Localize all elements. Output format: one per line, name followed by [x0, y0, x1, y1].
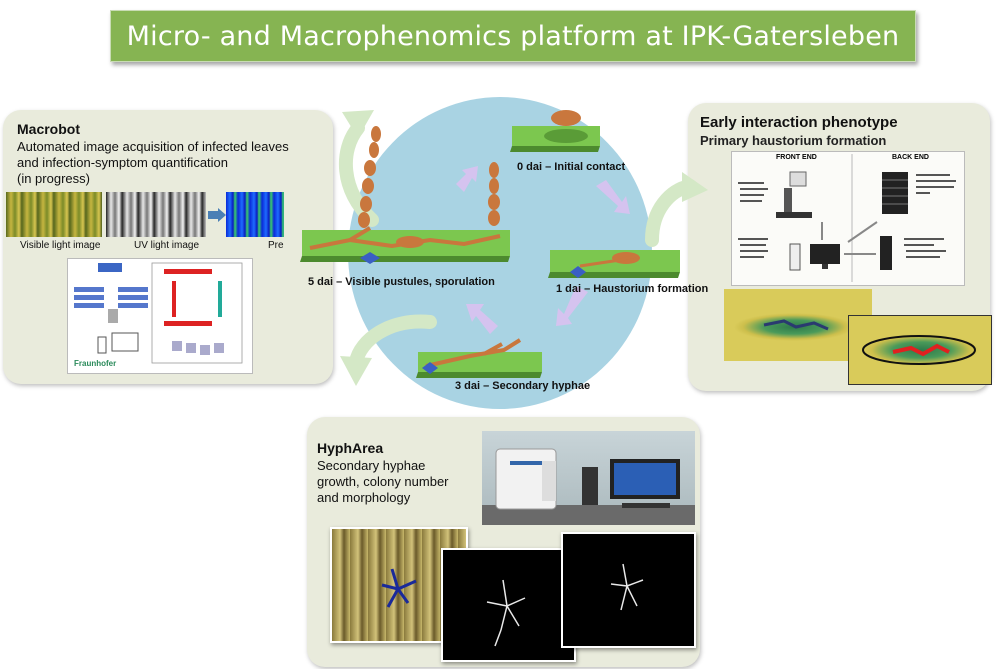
front-end-label: FRONT END — [776, 154, 817, 161]
hypharea-line-2: growth, colony number — [317, 474, 449, 489]
macrobot-line-3: (in progress) — [17, 171, 90, 186]
title-banner: Micro- and Macrophenomics platform at IP… — [110, 10, 916, 62]
uv-light-label: UV light image — [134, 240, 200, 251]
early-subtitle: Primary haustorium formation — [700, 133, 887, 148]
system-drawing — [738, 154, 956, 282]
haustorium-image-2 — [848, 315, 992, 385]
uv-light-image — [106, 192, 206, 237]
infection-cycle-diagram — [300, 97, 708, 409]
early-title: Early interaction phenotype — [700, 114, 898, 131]
visible-light-label: Visible light image — [20, 240, 101, 251]
binary-image-2 — [561, 532, 696, 648]
hypharea-title: HyphArea — [317, 440, 384, 456]
macrobot-line-2: and infection-symptom quantification — [17, 155, 229, 170]
lab-drawing — [482, 448, 695, 525]
processed-label: Pre — [268, 240, 284, 251]
hypha-colony-1 — [381, 568, 417, 608]
system-diagram: FRONT END BACK END — [731, 151, 965, 286]
hypha-trace-1 — [763, 319, 829, 331]
macrobot-schematic: Fraunhofer — [67, 258, 253, 374]
stage-0-label: 0 dai – Initial contact — [517, 161, 626, 173]
hypharea-line-3: and morphology — [317, 490, 411, 505]
hypha-trace-2 — [862, 335, 976, 365]
schematic-drawing — [74, 262, 243, 364]
processed-image — [226, 192, 284, 237]
stage-3-label: 3 dai – Secondary hyphae — [455, 380, 591, 392]
back-end-label: BACK END — [892, 154, 929, 161]
page-title: Micro- and Macrophenomics platform at IP… — [126, 20, 900, 52]
macrobot-line-1: Automated image acquisition of infected … — [17, 139, 289, 154]
lab-photo — [482, 431, 695, 525]
hypha-mask-1 — [486, 579, 526, 647]
visible-light-image — [6, 192, 102, 237]
hypha-mask-2 — [610, 563, 644, 611]
binary-image-1 — [441, 548, 576, 662]
macrobot-title: Macrobot — [17, 121, 80, 137]
arrow-right-icon — [208, 208, 226, 222]
stage-1-label: 1 dai – Haustorium formation — [556, 283, 709, 295]
stage-5-label: 5 dai – Visible pustules, sporulation — [308, 276, 495, 288]
haustorium-image-1 — [724, 289, 872, 361]
hypharea-line-1: Secondary hyphae — [317, 458, 426, 473]
fraunhofer-label: Fraunhofer — [74, 359, 117, 368]
